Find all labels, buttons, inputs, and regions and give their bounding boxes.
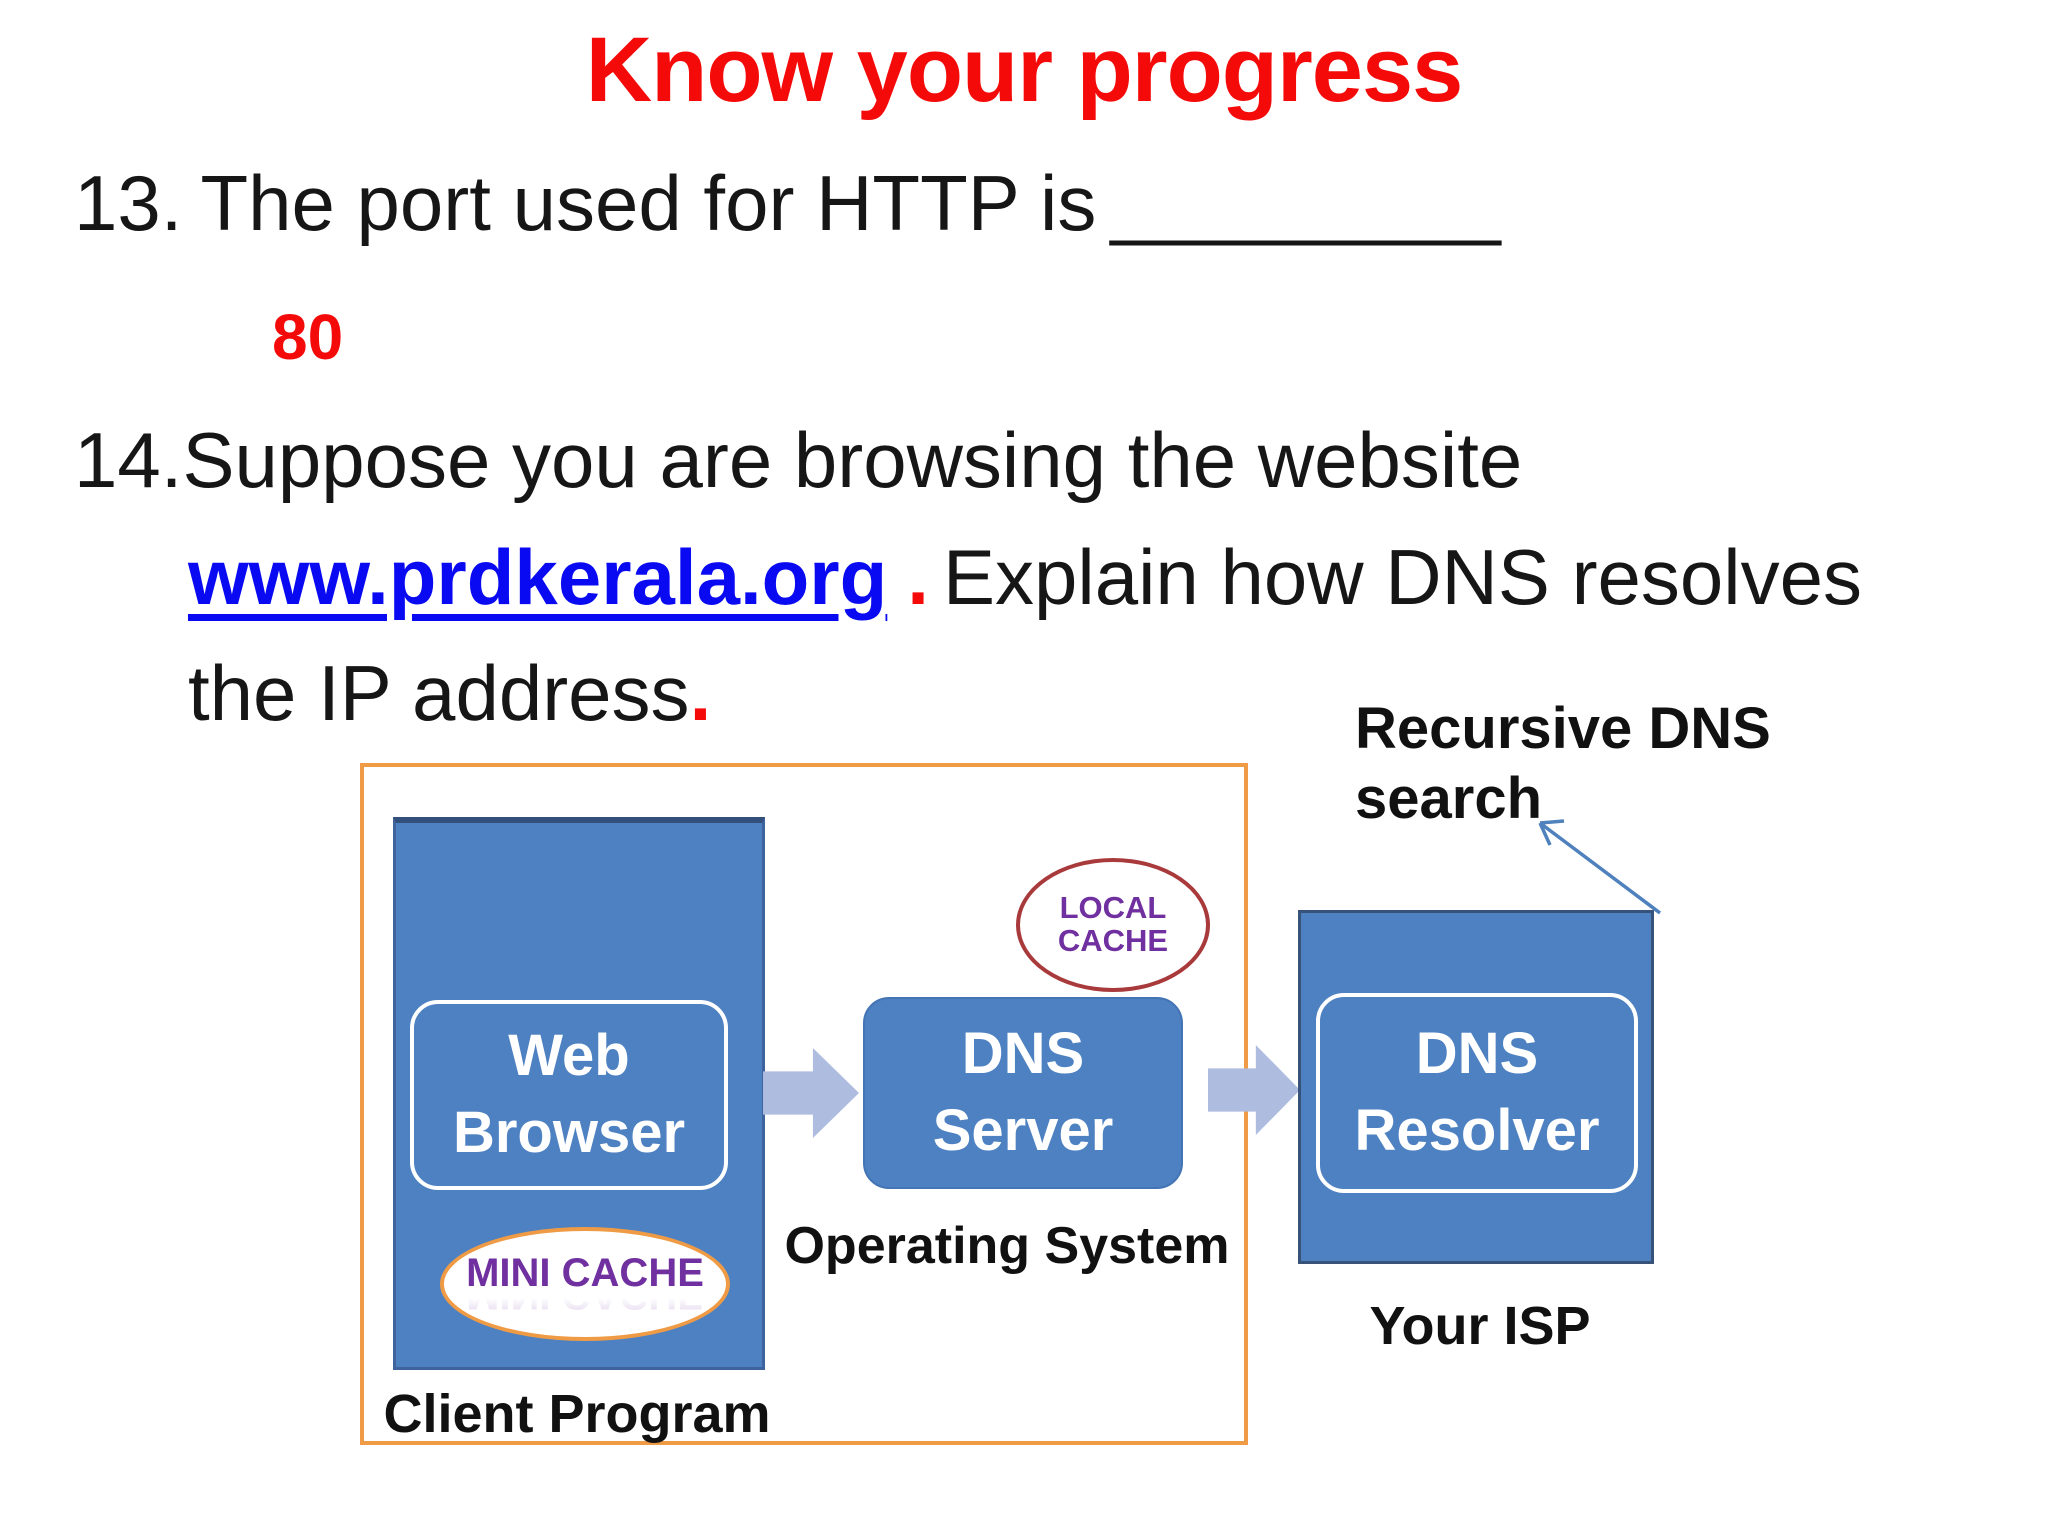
q14-line1-text: Suppose you are browsing the website (182, 416, 1523, 504)
client-program-label: Client Program (383, 1384, 771, 1444)
q13-number: 13. (74, 159, 183, 247)
operating-system-label: Operating System (784, 1217, 1230, 1275)
web-browser-node: Web Browser (410, 1000, 728, 1190)
your-isp-label: Your ISP (1369, 1296, 1591, 1356)
q14-line2-text: Explain how DNS resolves (942, 533, 1863, 621)
recursive-search-arrow-icon (1538, 819, 1662, 915)
dns-resolver-node: DNS Resolver (1316, 993, 1638, 1193)
website-link[interactable]: www.prdkerala.org (188, 533, 888, 621)
q14-line3-text: the IP address (188, 649, 690, 737)
local-cache-ellipse: LOCAL CACHE LOCAL CACHE (1016, 858, 1210, 992)
dns-server-label: DNS Server (932, 1021, 1114, 1163)
q14-line3-period: . (689, 649, 712, 737)
question-14-line3: the IP address. (188, 648, 711, 739)
q13-blank: _________ (1110, 159, 1501, 247)
question-14-line1: 14.Suppose you are browsing the website (74, 415, 1522, 506)
dns-server-node: DNS Server (863, 997, 1183, 1189)
recursive-dns-label: Recursive DNS search (1355, 696, 1771, 831)
question-13: 13.The port used for HTTP is_________ (74, 158, 1501, 249)
q14-red-period: . (907, 533, 929, 621)
mini-cache-ellipse: MINI CACHE MINI CACHE (440, 1227, 730, 1341)
local-cache-label: LOCAL CACHE (1057, 890, 1169, 958)
q13-text: The port used for HTTP is (200, 159, 1097, 247)
mini-cache-reflection: MINI CACHE (466, 1290, 704, 1316)
q13-answer: 80 (272, 301, 344, 373)
slide-title: Know your progress (585, 19, 1464, 121)
web-browser-label: Web Browser (452, 1023, 686, 1165)
dns-resolver-label: DNS Resolver (1354, 1021, 1600, 1163)
q14-number: 14. (74, 416, 183, 504)
mini-cache-label: MINI CACHE (466, 1251, 704, 1295)
question-14-line2: www.prdkerala.org.Explain how DNS resolv… (188, 532, 1862, 623)
